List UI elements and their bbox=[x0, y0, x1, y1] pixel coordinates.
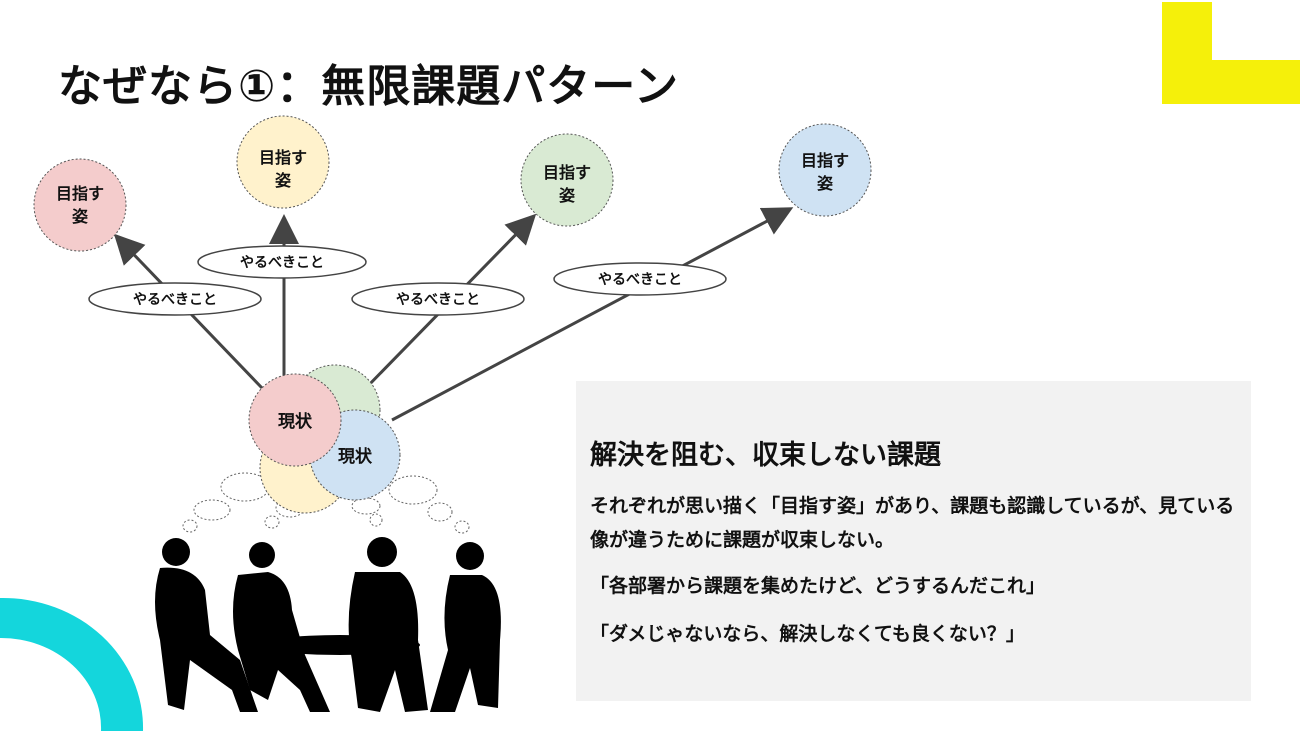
current-label: 現状 bbox=[278, 411, 313, 432]
people-silhouette bbox=[155, 537, 501, 712]
cyan-arc-decoration bbox=[0, 597, 144, 731]
page-title: なぜなら①：無限課題パターン bbox=[58, 61, 680, 112]
action-label: やるべきこと bbox=[598, 272, 682, 288]
callout-box: 解決を阻む、収束しない課題 それぞれが思い描く「目指す姿」があり、課題も認識して… bbox=[576, 381, 1251, 701]
goal-label: 目指す bbox=[801, 151, 849, 170]
current-label: 現状 bbox=[338, 446, 373, 467]
goal-circle-green: 目指す 姿 bbox=[520, 133, 614, 227]
goal-circle-pink: 目指す 姿 bbox=[33, 158, 127, 252]
callout-heading: 解決を阻む、収束しない課題 bbox=[590, 440, 941, 471]
yellow-corner-decoration bbox=[1162, 2, 1300, 104]
goal-label: 目指す bbox=[543, 163, 591, 182]
goal-circle-yellow: 目指す 姿 bbox=[236, 115, 330, 209]
arrow bbox=[391, 207, 794, 422]
callout-body: それぞれが思い描く「目指す姿」があり、課題も認識しているが、見ている像が違うため… bbox=[590, 495, 1235, 551]
action-ellipse: やるべきこと bbox=[197, 245, 367, 279]
goal-label: 姿 bbox=[275, 171, 291, 190]
action-ellipse: やるべきこと bbox=[88, 282, 262, 316]
goal-label: 姿 bbox=[817, 174, 833, 193]
goal-label: 目指す bbox=[259, 148, 307, 167]
callout-quote-2: 「ダメじゃないなら、解決しなくても良くない？」 bbox=[590, 623, 1025, 645]
action-label: やるべきこと bbox=[133, 292, 217, 308]
action-ellipse: やるべきこと bbox=[553, 262, 727, 296]
current-circle-pink: 現状 bbox=[248, 373, 342, 467]
action-ellipse: やるべきこと bbox=[351, 282, 525, 316]
thought-bubbles bbox=[182, 472, 470, 534]
callout-quote-1: 「各部署から課題を集めたけど、どうするんだこれ」 bbox=[590, 575, 1046, 597]
action-label: やるべきこと bbox=[240, 255, 324, 271]
action-label: やるべきこと bbox=[396, 292, 480, 308]
goal-label: 目指す bbox=[56, 184, 104, 203]
goal-label: 姿 bbox=[559, 186, 575, 205]
goal-circle-blue: 目指す 姿 bbox=[778, 123, 872, 217]
goal-label: 姿 bbox=[72, 207, 88, 226]
